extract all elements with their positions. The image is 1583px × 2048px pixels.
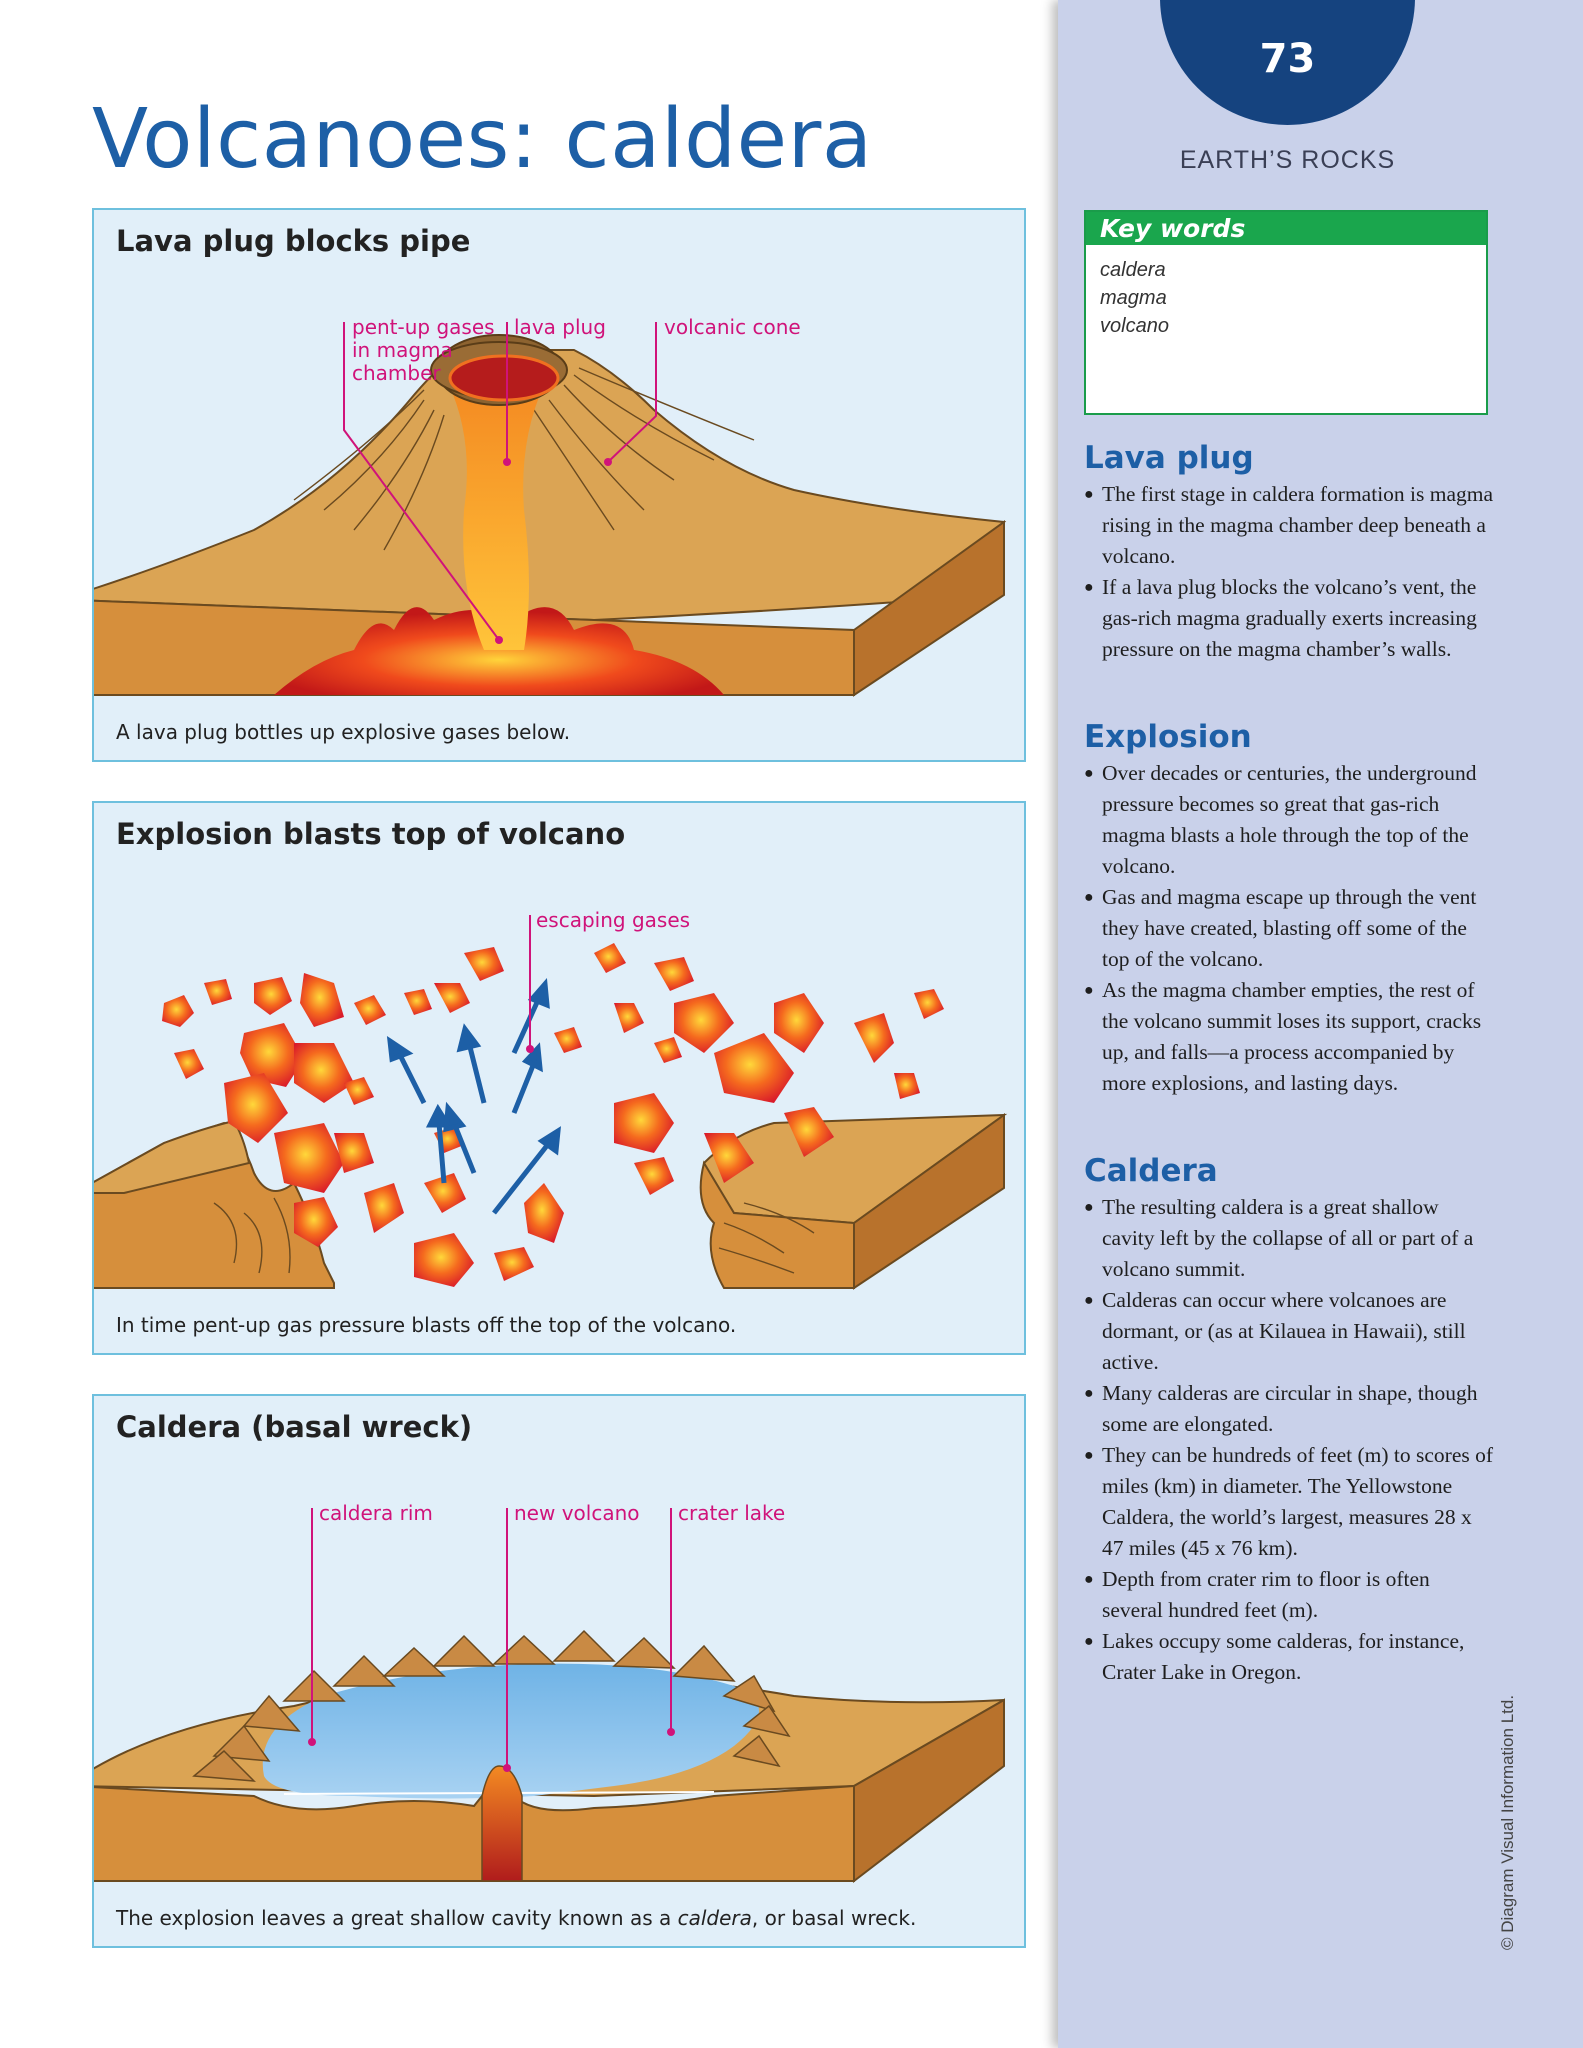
heading-caldera: Caldera bbox=[1084, 1153, 1218, 1189]
bullet-item: Over decades or centuries, the undergrou… bbox=[1084, 758, 1494, 882]
bullet-item: Gas and magma escape up through the vent… bbox=[1084, 882, 1494, 975]
section-label: EARTH’S ROCKS bbox=[1179, 146, 1396, 174]
panel-caption: In time pent-up gas pressure blasts off … bbox=[116, 1313, 737, 1337]
panel-explosion: Explosion blasts top of volcano bbox=[92, 801, 1026, 1355]
bullet-item: Many calderas are circular in shape, tho… bbox=[1084, 1378, 1494, 1440]
key-word: caldera bbox=[1100, 259, 1166, 281]
bullet-item: As the magma chamber empties, the rest o… bbox=[1084, 975, 1494, 1099]
label-lava-plug: lava plug bbox=[514, 315, 606, 339]
bullet-item: They can be hundreds of feet (m) to scor… bbox=[1084, 1440, 1494, 1564]
key-words-heading: Key words bbox=[1086, 212, 1486, 245]
bullet-item: Depth from crater rim to floor is often … bbox=[1084, 1564, 1494, 1626]
bullet-item: Calderas can occur where volcanoes are d… bbox=[1084, 1285, 1494, 1378]
label-volcanic-cone: volcanic cone bbox=[664, 315, 801, 339]
bullet-item: The resulting caldera is a great shallow… bbox=[1084, 1192, 1494, 1285]
caption-emphasis: caldera bbox=[677, 1906, 752, 1930]
panel-lava-plug: Lava plug blocks pipe bbox=[92, 208, 1026, 762]
panel-title: Lava plug blocks pipe bbox=[116, 224, 471, 258]
bullets-lava-plug: The first stage in caldera formation is … bbox=[1084, 479, 1494, 665]
bullet-item: The first stage in caldera formation is … bbox=[1084, 479, 1494, 572]
heading-lava-plug: Lava plug bbox=[1084, 440, 1254, 476]
key-word: magma bbox=[1100, 287, 1167, 309]
panel-caption: The explosion leaves a great shallow cav… bbox=[116, 1906, 916, 1930]
copyright-notice: © Diagram Visual Information Ltd. bbox=[1498, 1694, 1517, 1950]
key-words-box: Key words caldera magma volcano bbox=[1084, 210, 1488, 415]
leader-lines bbox=[311, 1508, 672, 1768]
caption-text-end: , or basal wreck. bbox=[751, 1906, 917, 1930]
label-text: pent-up gases in magma chamber bbox=[352, 315, 495, 385]
rock-fragments bbox=[162, 943, 944, 1287]
key-word: volcano bbox=[1100, 315, 1169, 337]
label-crater-lake: crater lake bbox=[678, 1501, 786, 1525]
bullet-item: If a lava plug blocks the volcano’s vent… bbox=[1084, 572, 1494, 665]
bullets-explosion: Over decades or centuries, the undergrou… bbox=[1084, 758, 1494, 1099]
lava-plug-diagram bbox=[94, 322, 1007, 697]
panel-title: Explosion blasts top of volcano bbox=[116, 817, 626, 851]
gas-arrows bbox=[386, 977, 561, 1215]
label-escaping-gases: escaping gases bbox=[536, 908, 691, 932]
leader-lines bbox=[343, 322, 657, 641]
caldera-rim bbox=[192, 1629, 791, 1782]
explosion-diagram bbox=[94, 915, 1008, 1290]
cone-hatching bbox=[293, 367, 755, 551]
label-new-volcano: new volcano bbox=[514, 1501, 640, 1525]
key-words-list: caldera magma volcano bbox=[1100, 256, 1169, 340]
caldera-diagram bbox=[94, 1508, 1005, 1884]
label-pent-up-gases: pent-up gases in magma chamber bbox=[352, 316, 495, 385]
page-number: 73 bbox=[1259, 36, 1316, 82]
caption-text: The explosion leaves a great shallow cav… bbox=[116, 1906, 678, 1930]
bullet-item: Lakes occupy some calderas, for instance… bbox=[1084, 1626, 1494, 1688]
heading-explosion: Explosion bbox=[1084, 719, 1252, 755]
panel-title: Caldera (basal wreck) bbox=[116, 1410, 473, 1444]
panel-caldera: Caldera (basal wreck) bbox=[92, 1394, 1026, 1948]
page-title: Volcanoes: caldera bbox=[92, 92, 873, 187]
panel-caption: A lava plug bottles up explosive gases b… bbox=[116, 720, 571, 744]
bullets-caldera: The resulting caldera is a great shallow… bbox=[1084, 1192, 1494, 1688]
label-caldera-rim: caldera rim bbox=[319, 1501, 433, 1525]
